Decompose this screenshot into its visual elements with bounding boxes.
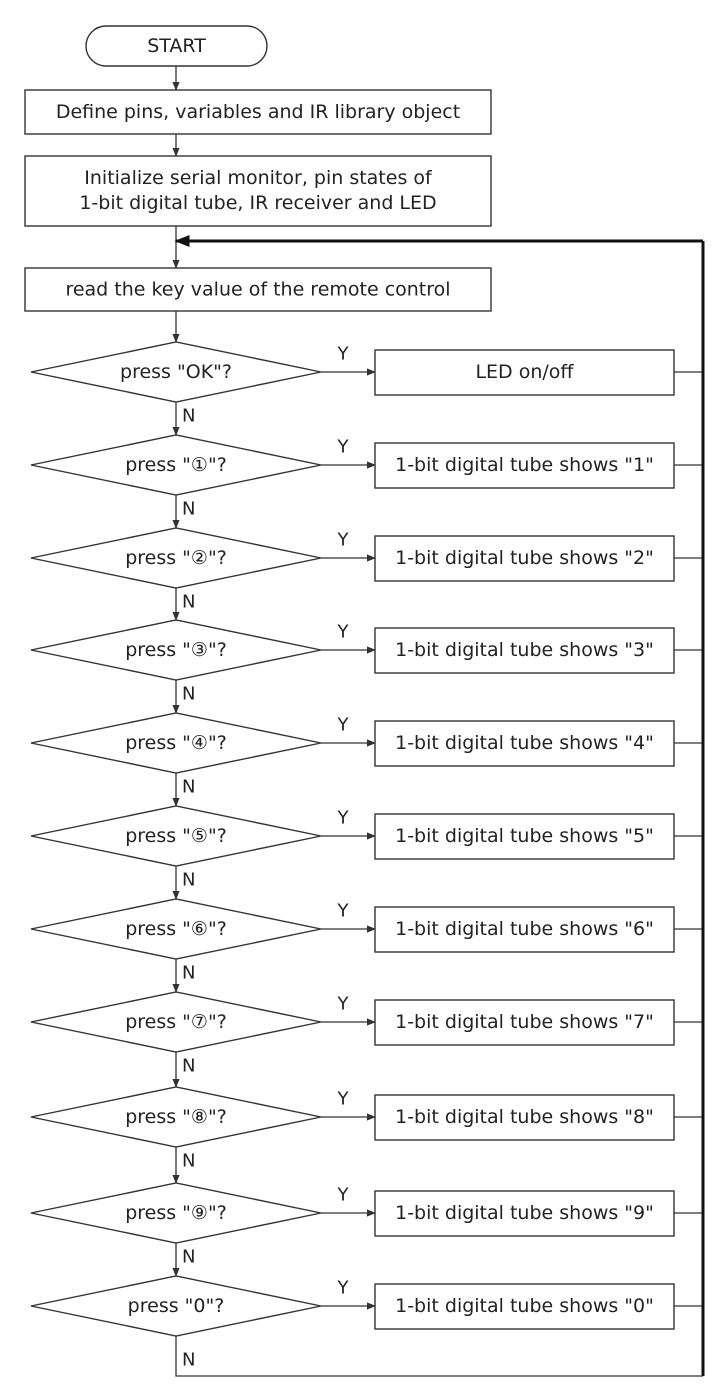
decision-label: press "⑨"? bbox=[125, 1202, 227, 1224]
define-step-box bbox=[24, 89, 492, 135]
no-label: N bbox=[182, 777, 195, 798]
action-box bbox=[374, 813, 675, 860]
action-box bbox=[374, 1190, 675, 1237]
action-label: 1-bit digital tube shows "6" bbox=[395, 918, 654, 940]
action-label: 1-bit digital tube shows "5" bbox=[395, 825, 654, 847]
decision-row: press "①"? Y 1-bit digital tube shows "1" N bbox=[30, 434, 703, 529]
decision-row: press "0"? Y 1-bit digital tube shows "0" bbox=[30, 1275, 703, 1337]
read-key-step-box bbox=[24, 267, 492, 312]
decision-row: press "⑤"? Y 1-bit digital tube shows "5" N bbox=[30, 805, 703, 900]
action-box bbox=[374, 1094, 675, 1141]
no-label: N bbox=[182, 963, 195, 984]
no-label: N bbox=[182, 1247, 195, 1268]
yes-label: Y bbox=[337, 622, 350, 643]
action-label: 1-bit digital tube shows "9" bbox=[395, 1202, 654, 1224]
action-label: 1-bit digital tube shows "1" bbox=[395, 454, 654, 476]
decision-row: press "④"? Y 1-bit digital tube shows "4" N bbox=[30, 712, 703, 807]
action-label: 1-bit digital tube shows "3" bbox=[395, 639, 654, 661]
action-label: LED on/off bbox=[475, 361, 574, 383]
decision-label: press "⑦"? bbox=[125, 1011, 227, 1033]
decision-row: press "⑥"? Y 1-bit digital tube shows "6" N bbox=[30, 898, 703, 993]
action-box bbox=[374, 1283, 675, 1330]
define-step-label: Define pins, variables and IR library ob… bbox=[56, 101, 460, 123]
no-label: N bbox=[182, 1056, 195, 1077]
action-label: 1-bit digital tube shows "0" bbox=[395, 1295, 654, 1317]
yes-label: Y bbox=[337, 901, 350, 922]
no-label: N bbox=[182, 1151, 195, 1172]
decision-label: press "OK"? bbox=[120, 361, 232, 383]
start-label: START bbox=[147, 35, 206, 57]
yes-label: Y bbox=[337, 1278, 350, 1299]
action-box bbox=[374, 442, 675, 489]
decision-label: press "⑤"? bbox=[125, 825, 227, 847]
action-box bbox=[374, 906, 675, 953]
action-label: 1-bit digital tube shows "4" bbox=[395, 732, 654, 754]
yes-label: Y bbox=[337, 1185, 350, 1206]
decision-label: press "⑥"? bbox=[125, 918, 227, 940]
decision-label: press "①"? bbox=[125, 454, 227, 476]
decision-row: press "⑨"? Y 1-bit digital tube shows "9" N bbox=[30, 1182, 703, 1277]
initialize-step-label-line1: Initialize serial monitor, pin states of bbox=[84, 167, 433, 189]
last-no-label: N bbox=[182, 1350, 195, 1371]
yes-label: Y bbox=[337, 530, 350, 551]
initialize-step-label-line2: 1-bit digital tube, IR receiver and LED bbox=[79, 192, 436, 214]
yes-label: Y bbox=[337, 1089, 350, 1110]
action-box bbox=[374, 349, 675, 396]
yes-label: Y bbox=[337, 344, 350, 365]
action-label: 1-bit digital tube shows "8" bbox=[395, 1106, 654, 1128]
decision-row: press "⑧"? Y 1-bit digital tube shows "8" N bbox=[30, 1086, 703, 1184]
decision-label: press "④"? bbox=[125, 732, 227, 754]
decision-row: press "③"? Y 1-bit digital tube shows "3" N bbox=[30, 619, 703, 714]
yes-label: Y bbox=[337, 808, 350, 829]
no-label: N bbox=[182, 499, 195, 520]
initialize-step-box bbox=[24, 155, 492, 227]
read-key-step-label: read the key value of the remote control bbox=[65, 279, 450, 301]
no-label: N bbox=[182, 592, 195, 613]
action-box bbox=[374, 627, 675, 674]
decision-label: press "②"? bbox=[125, 547, 227, 569]
yes-label: Y bbox=[337, 437, 350, 458]
decision-row: press "⑦"? Y 1-bit digital tube shows "7" N bbox=[30, 991, 703, 1088]
no-label: N bbox=[182, 406, 195, 427]
no-label: N bbox=[182, 870, 195, 891]
last-no-path bbox=[175, 1336, 703, 1377]
decision-row: press "②"? Y 1-bit digital tube shows "2" N bbox=[30, 527, 703, 621]
yes-label: Y bbox=[337, 994, 350, 1015]
action-label: 1-bit digital tube shows "2" bbox=[395, 547, 654, 569]
decision-label: press "0"? bbox=[128, 1295, 225, 1317]
action-box bbox=[374, 535, 675, 582]
decision-label: press "⑧"? bbox=[125, 1106, 227, 1128]
yes-label: Y bbox=[337, 715, 350, 736]
decision-label: press "③"? bbox=[125, 639, 227, 661]
action-label: 1-bit digital tube shows "7" bbox=[395, 1011, 654, 1033]
no-label: N bbox=[182, 684, 195, 705]
